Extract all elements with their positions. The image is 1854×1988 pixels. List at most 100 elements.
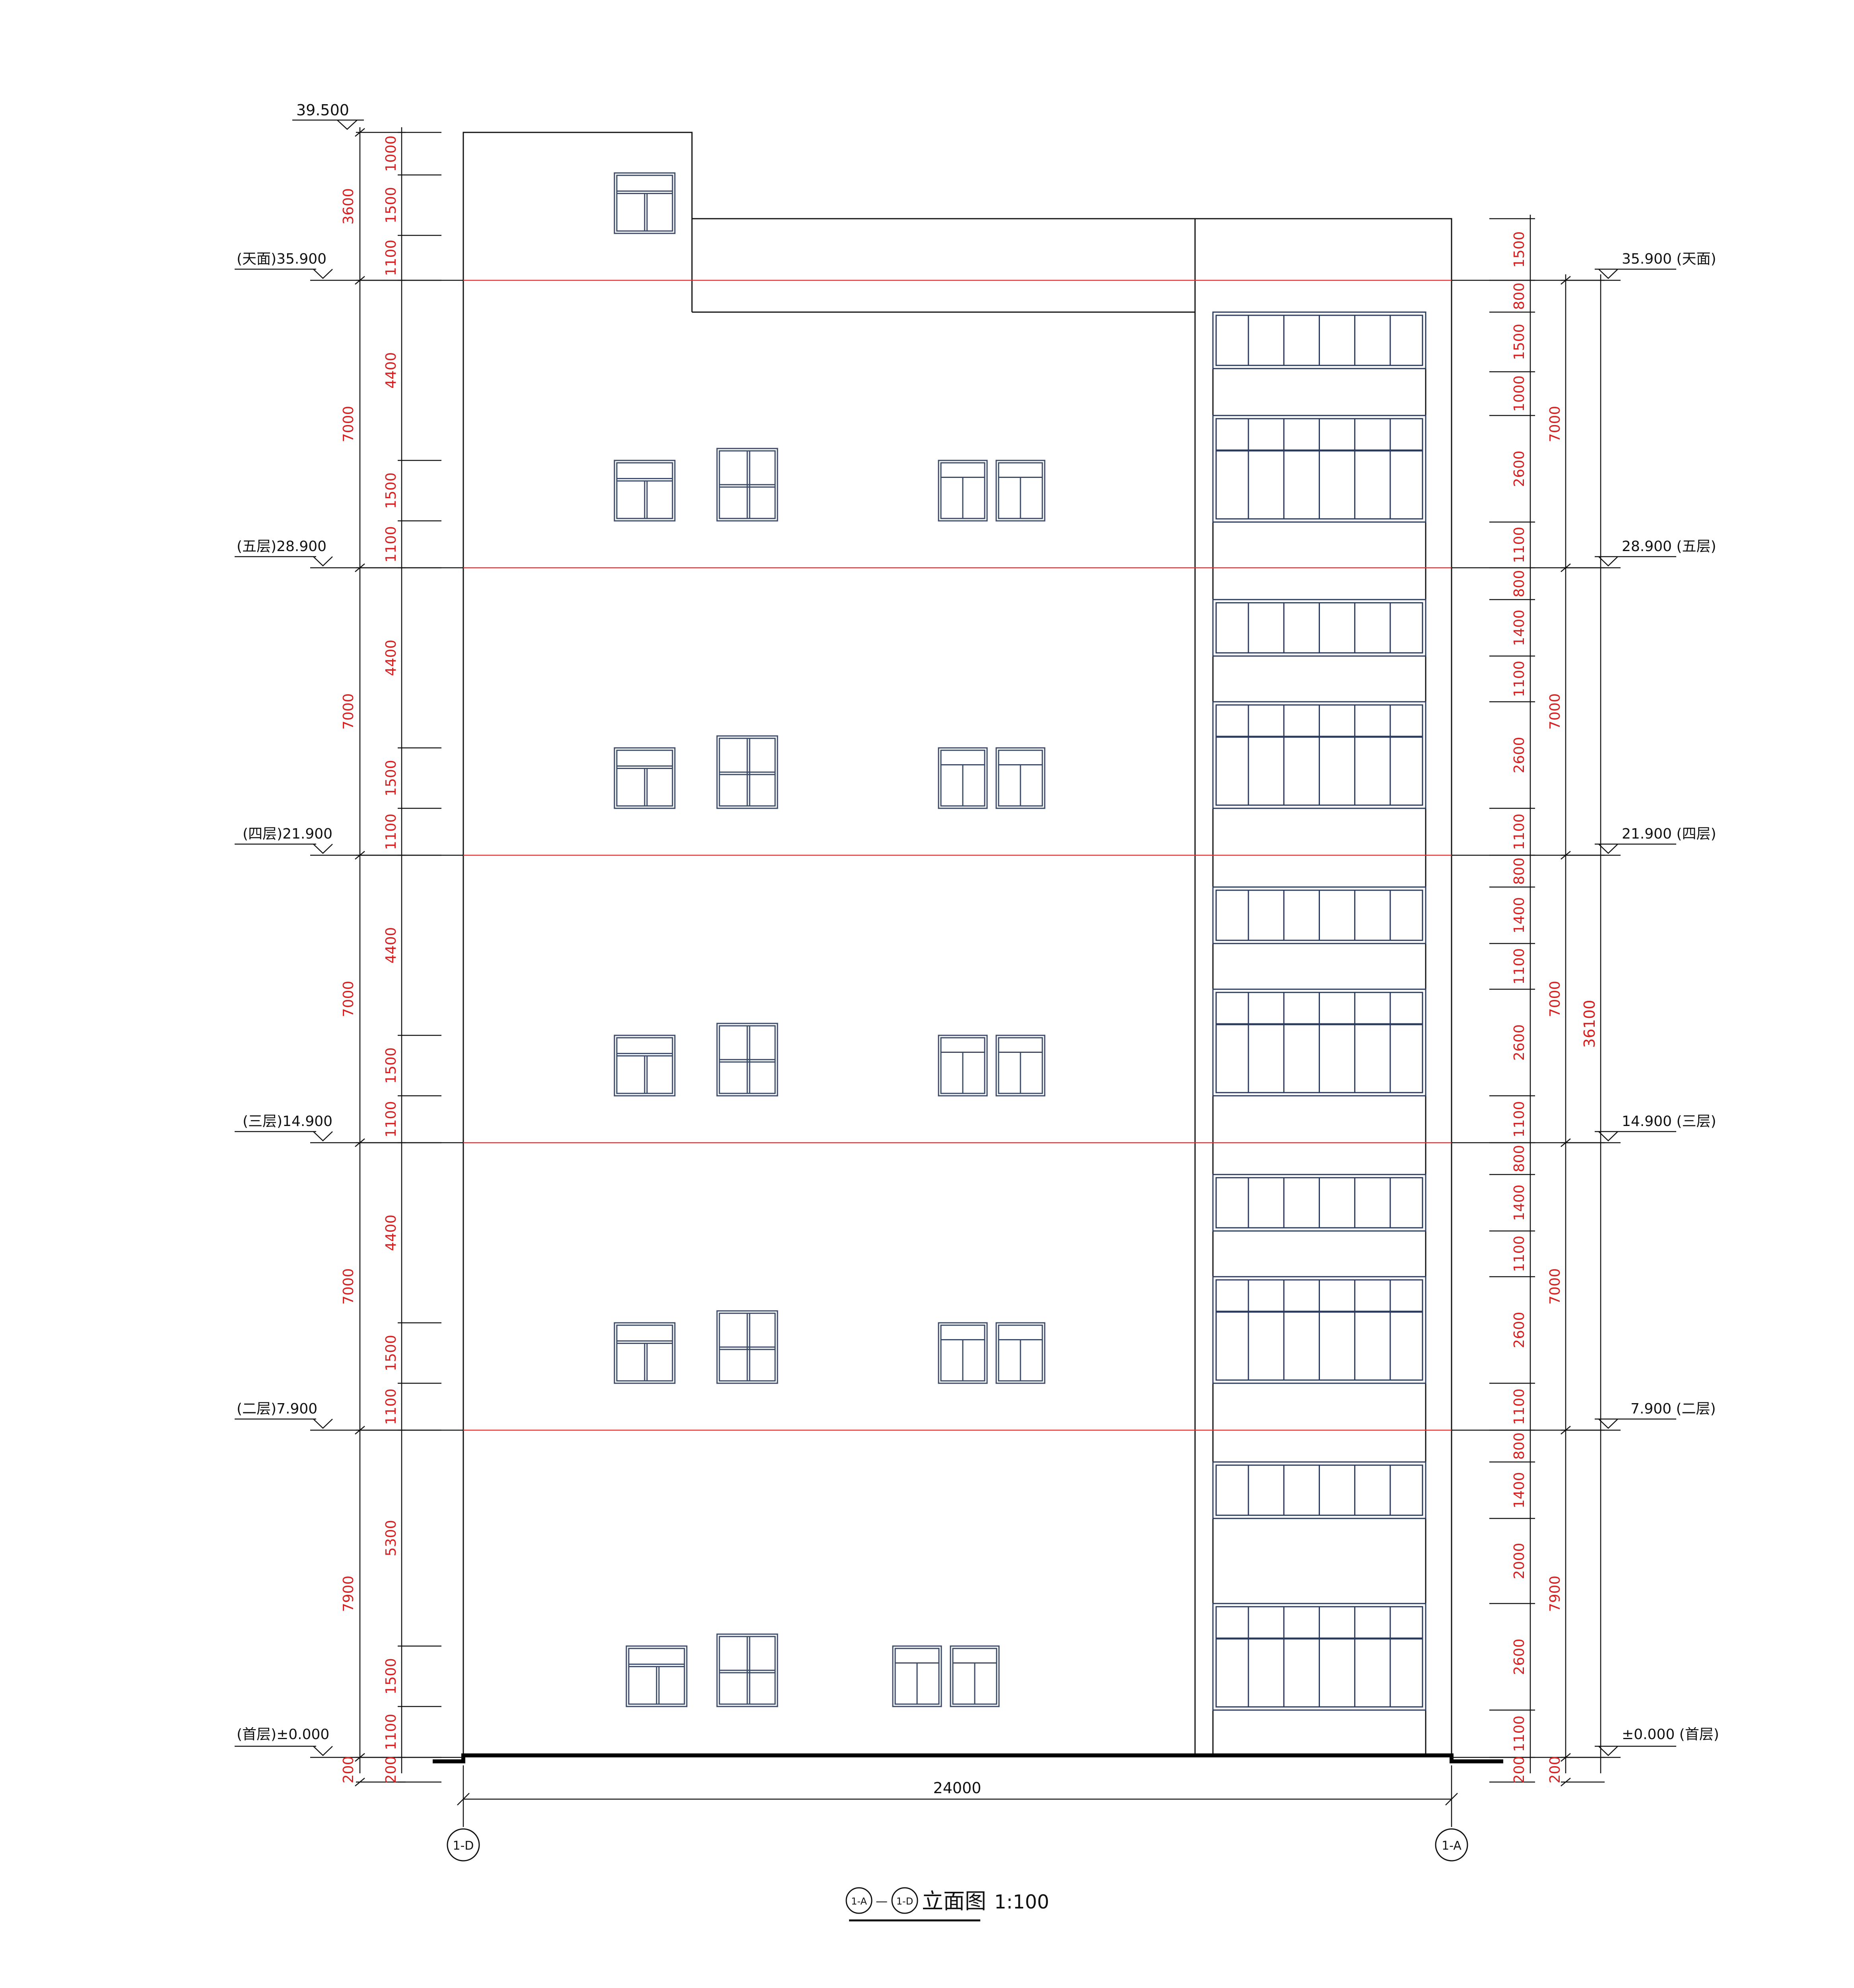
drawing-title: 立面图 [922, 1889, 986, 1914]
left-dimension-lines [359, 127, 402, 1773]
stair-tall-window-4 [1212, 1276, 1426, 1384]
left-outer-dim-4: 7000 [340, 1268, 357, 1305]
window-c2-floor1 [950, 1645, 1000, 1707]
total-height-dimension: 36100 [1581, 1000, 1598, 1048]
window-c2-floor2 [995, 1322, 1046, 1384]
left-inner-dim-4: 1500 [383, 472, 399, 509]
right-outer-dim-0: 7000 [1547, 406, 1563, 443]
left-inner-dimension-text: 1000150011004400150011004400150011004400… [383, 136, 399, 1784]
left-outer-dim-5: 7900 [340, 1576, 357, 1612]
right-inner-dim-8: 1100 [1511, 661, 1528, 697]
left-inner-dim-5: 1100 [383, 526, 399, 563]
title-block [845, 1887, 980, 1922]
left-inner-dim-1: 1500 [383, 187, 399, 223]
left-inner-dim-18: 200 [383, 1756, 399, 1784]
right-level-labels: 35.900 (天面) 28.900 (五层) 21.900 (四层) 14.9… [1622, 251, 1719, 1743]
right-inner-dim-19: 2600 [1511, 1312, 1528, 1348]
level-label-2f-right: 7.900 (二层) [1631, 1401, 1716, 1417]
stair-strip-window-5 [1212, 1461, 1426, 1519]
window-c2-floor5 [995, 460, 1046, 522]
right-outer-dim-1: 7000 [1547, 693, 1563, 730]
floor-level-lines [463, 280, 1452, 1431]
stair-tall-window-2 [1212, 701, 1426, 809]
window-roof-stair [614, 172, 676, 234]
level-marker-left-3 [235, 1131, 463, 1143]
window-b-floor1 [716, 1633, 778, 1707]
left-outer-slash [355, 1778, 365, 1786]
stair-windows-layer [1212, 311, 1426, 1711]
right-inner-dim-7: 1400 [1511, 610, 1528, 646]
left-outer-dim-0: 3600 [340, 188, 357, 225]
left-inner-dim-6: 4400 [383, 640, 399, 676]
left-outer-dim-3: 7000 [340, 981, 357, 1017]
windows-layer [614, 172, 1046, 1707]
window-b-floor3 [716, 1023, 778, 1097]
level-marker-left-1 [235, 556, 463, 569]
level-label-4f-left: (四层)21.900 [243, 826, 332, 842]
right-outer-slash [1561, 1778, 1571, 1786]
right-inner-dim-0: 1500 [1511, 231, 1528, 268]
left-outer-slash [355, 128, 365, 137]
stair-tall-window-5 [1212, 1603, 1426, 1711]
level-label-3f-right: 14.900 (三层) [1622, 1113, 1716, 1130]
axis-bubble-right [1435, 1828, 1468, 1862]
left-level-labels: (天面)35.900 (五层)28.900 (四层)21.900 (三层)14.… [237, 251, 332, 1743]
overall-width-dimension: 24000 [933, 1779, 981, 1797]
window-a-floor4 [614, 747, 676, 809]
left-inner-dim-12: 4400 [383, 1215, 399, 1251]
level-marker-left-5 [235, 1745, 463, 1758]
left-inner-dim-8: 1100 [383, 813, 399, 850]
right-inner-dim-13: 1100 [1511, 948, 1528, 985]
right-inner-dim-21: 800 [1511, 1433, 1528, 1460]
right-inner-dim-25: 1100 [1511, 1716, 1528, 1752]
right-inner-dim-3: 1000 [1511, 375, 1528, 412]
window-c2-floor4 [995, 747, 1046, 809]
window-a-floor5 [614, 460, 676, 522]
level-label-roof-right: 35.900 (天面) [1622, 251, 1716, 267]
level-marker-right-0 [1452, 268, 1676, 281]
right-outer-dim-5: 200 [1547, 1756, 1563, 1784]
level-marker-right-2 [1452, 843, 1676, 856]
window-c1-floor5 [938, 460, 988, 522]
level-marker-left-4 [235, 1418, 463, 1431]
level-label-5f-left: (五层)28.900 [237, 538, 326, 555]
left-inner-dim-17: 1100 [383, 1714, 399, 1750]
level-label-5f-right: 28.900 (五层) [1622, 538, 1716, 555]
right-inner-dim-26: 200 [1511, 1756, 1528, 1784]
stair-strip-window-3 [1212, 886, 1426, 944]
level-marker-right-1 [1452, 556, 1676, 569]
level-label-2f-left: (二层)7.900 [237, 1401, 317, 1417]
left-inner-dim-7: 1500 [383, 760, 399, 796]
main-wall-outline [463, 132, 1452, 1757]
window-a-floor3 [614, 1035, 676, 1097]
width-dimension-line [457, 1765, 1458, 1827]
building-outline [463, 132, 1452, 1757]
window-b-floor2 [716, 1310, 778, 1384]
level-label-ground-right: ±0.000 (首层) [1622, 1726, 1719, 1743]
axis-label-right: 1-A [1442, 1839, 1461, 1853]
window-a-floor2 [614, 1322, 676, 1384]
left-outer-dim-6: 200 [340, 1756, 357, 1784]
stair-strip-window-2 [1212, 599, 1426, 657]
top-elevation-marker [292, 119, 364, 130]
level-marker-right-4 [1452, 1418, 1676, 1431]
right-inner-dim-10: 1100 [1511, 813, 1528, 850]
right-inner-dim-9: 2600 [1511, 737, 1528, 773]
level-label-ground-left: (首层)±0.000 [237, 1726, 329, 1743]
window-c1-floor4 [938, 747, 988, 809]
left-inner-dim-3: 4400 [383, 352, 399, 389]
level-label-3f-left: (三层)14.900 [243, 1113, 332, 1130]
right-inner-dim-5: 1100 [1511, 527, 1528, 563]
left-outer-dim-2: 7000 [340, 693, 357, 730]
right-inner-dim-14: 2600 [1511, 1024, 1528, 1061]
right-inner-dim-18: 1100 [1511, 1236, 1528, 1272]
right-inner-dim-12: 1400 [1511, 897, 1528, 934]
window-b-floor5 [716, 448, 778, 522]
level-markers [235, 268, 1676, 1758]
right-inner-dim-24: 2600 [1511, 1639, 1528, 1675]
stair-strip-window-4 [1212, 1174, 1426, 1232]
title-symbol-left: 1-A [851, 1896, 867, 1907]
right-inner-dimension-text: 1500800150010002600110080014001100260011… [1511, 231, 1528, 1784]
window-c2-floor3 [995, 1035, 1046, 1097]
